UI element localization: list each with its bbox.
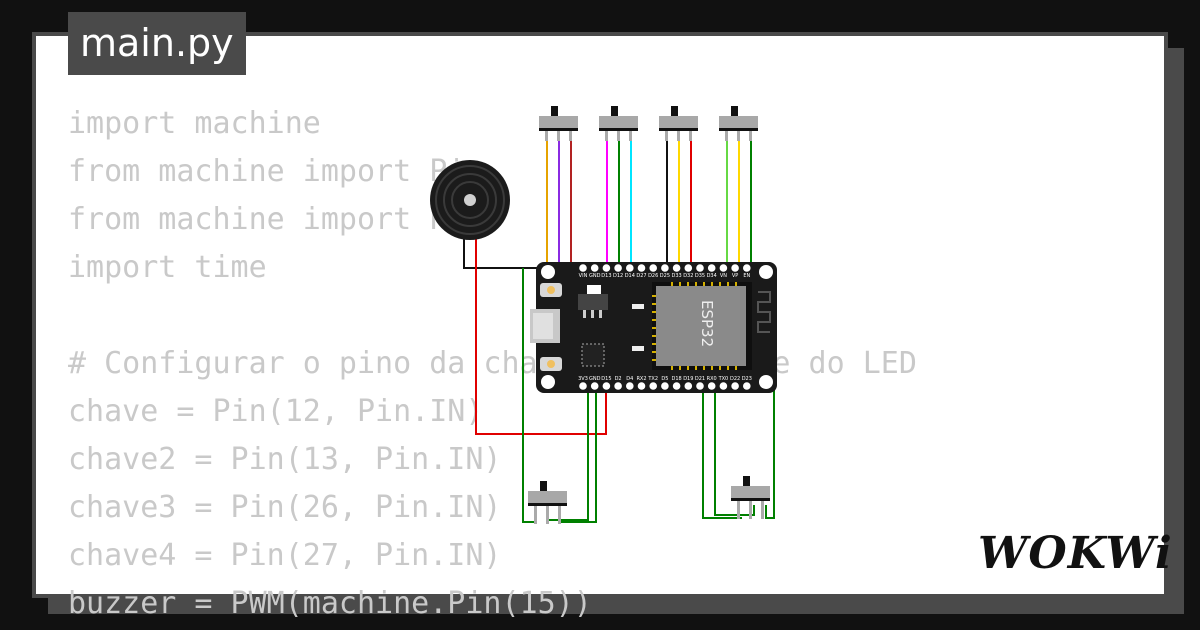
board-pin[interactable]: [649, 264, 657, 272]
pin-label: D13: [601, 273, 611, 279]
pin-label: D21: [695, 376, 705, 382]
code-line: from machine import Pin: [68, 154, 484, 189]
board-pin[interactable]: [672, 264, 681, 272]
pin-label: TX0: [718, 376, 729, 382]
board-pin[interactable]: [614, 382, 622, 390]
board-pin[interactable]: [731, 382, 739, 390]
code-line: import machine: [68, 106, 321, 141]
slide-switch-icon[interactable]: [539, 106, 578, 141]
pin-label: D32: [683, 273, 693, 279]
pin-label: D25: [660, 273, 670, 279]
bottom-pin-header: [579, 382, 751, 390]
pin-label: D12: [613, 273, 623, 279]
board-pin[interactable]: [579, 264, 587, 272]
pin-label: D2: [615, 376, 622, 382]
board-pin[interactable]: [590, 264, 599, 272]
code-line: chave = Pin(12, Pin.IN): [68, 394, 484, 429]
slide-switch-icon[interactable]: [731, 476, 770, 519]
board-pin[interactable]: [672, 382, 681, 390]
board-pin[interactable]: [602, 382, 611, 390]
board-pin[interactable]: [590, 382, 599, 390]
pin-label: D15: [601, 376, 611, 382]
board-pin[interactable]: [649, 382, 657, 390]
pin-label: D27: [636, 273, 646, 279]
board-pin[interactable]: [661, 264, 669, 272]
board-pin[interactable]: [637, 382, 646, 390]
chip-label: ESP32: [698, 300, 716, 347]
board-pin[interactable]: [684, 264, 693, 272]
code-editor: import machine from machine import Pin fro…: [68, 100, 917, 628]
pin-label: D35: [695, 273, 705, 279]
board-pin[interactable]: [743, 382, 751, 390]
top-pin-header: [579, 264, 751, 272]
board-pin[interactable]: [684, 382, 693, 390]
slide-switch-icon[interactable]: [719, 106, 758, 141]
pin-label: D22: [730, 376, 740, 382]
pin-label: VN: [720, 273, 727, 279]
slide-switch-icon[interactable]: [599, 106, 638, 141]
board-pin[interactable]: [661, 382, 669, 390]
code-line: from machine import PWM: [68, 202, 484, 237]
pin-label: D4: [626, 376, 633, 382]
svg-text:WOKWi: WOKWi: [978, 528, 1173, 579]
pin-label: 3V3: [578, 376, 588, 382]
pin-label: D26: [648, 273, 658, 279]
board-pin[interactable]: [579, 382, 587, 390]
code-line: import time: [68, 250, 267, 285]
pin-label: GND: [589, 273, 601, 279]
pin-label: D23: [742, 376, 752, 382]
code-line: buzzer = PWM(machine.Pin(15)): [68, 586, 592, 621]
board-pin[interactable]: [731, 264, 739, 272]
pin-label: GND: [589, 376, 601, 382]
pin-label: VIN: [579, 273, 588, 279]
pin-label: D33: [671, 273, 681, 279]
code-line: chave4 = Pin(27, Pin.IN): [68, 538, 502, 573]
board-pin[interactable]: [719, 382, 728, 390]
pin-label: RX2: [636, 376, 646, 382]
slide-switch-icon[interactable]: [528, 481, 567, 524]
file-tab[interactable]: main.py: [68, 12, 246, 75]
board-pin[interactable]: [707, 264, 716, 272]
pin-label: EN: [743, 273, 750, 279]
board-pin[interactable]: [696, 382, 704, 390]
board-pin[interactable]: [602, 264, 611, 272]
board-pin[interactable]: [626, 264, 634, 272]
board-pin[interactable]: [743, 264, 751, 272]
buzzer-icon[interactable]: [430, 160, 510, 240]
slide-switch-icon[interactable]: [659, 106, 698, 141]
pin-label: D18: [671, 376, 681, 382]
pin-label: D5: [661, 376, 668, 382]
pin-label: RX0: [707, 376, 717, 382]
wokwi-logo: WOKWi: [978, 528, 1172, 579]
pin-label: D19: [683, 376, 693, 382]
board-pin[interactable]: [614, 264, 622, 272]
pin-label: D34: [707, 273, 717, 279]
pin-label: TX2: [647, 376, 658, 382]
board-pin[interactable]: [707, 382, 716, 390]
board-pin[interactable]: [626, 382, 634, 390]
pin-label: VP: [732, 273, 738, 279]
board-pin[interactable]: [696, 264, 704, 272]
board-pin[interactable]: [637, 264, 646, 272]
code-line: chave3 = Pin(26, Pin.IN): [68, 490, 502, 525]
board-pin[interactable]: [719, 264, 728, 272]
pin-label: D14: [625, 273, 635, 279]
code-line: chave2 = Pin(13, Pin.IN): [68, 442, 502, 477]
